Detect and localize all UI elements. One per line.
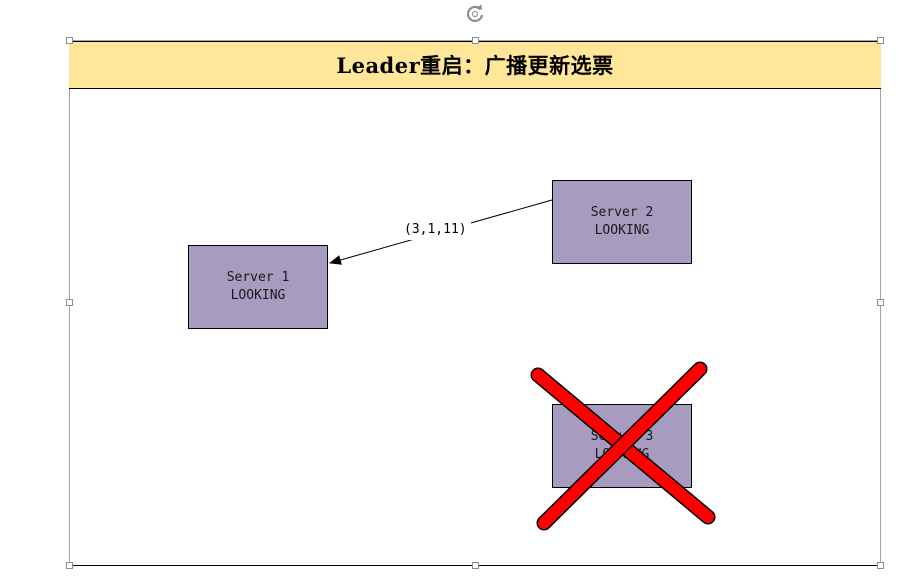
resize-handle-bottom-right[interactable] xyxy=(877,562,884,569)
rotate-icon[interactable] xyxy=(463,1,487,25)
server-state: LOOKING xyxy=(230,288,286,303)
server-state: LOOKING xyxy=(594,447,650,462)
resize-handle-bottom-left[interactable] xyxy=(66,562,73,569)
server-name: Server 2 xyxy=(590,205,654,220)
slide-title: Leader重启：广播更新选票 xyxy=(336,53,614,78)
resize-handle-right[interactable] xyxy=(877,299,884,306)
resize-handle-bottom[interactable] xyxy=(472,562,479,569)
server-state: LOOKING xyxy=(594,223,650,238)
server-name: Server 3 xyxy=(590,429,654,444)
server-name: Server 1 xyxy=(226,270,290,285)
title-band: Leader重启：广播更新选票 xyxy=(69,41,881,89)
resize-handle-left[interactable] xyxy=(66,299,73,306)
resize-handle-top-right[interactable] xyxy=(877,37,884,44)
resize-handle-top[interactable] xyxy=(472,37,479,44)
server-1-node[interactable]: Server 1 LOOKING xyxy=(188,245,328,329)
vote-label: (3,1,11) xyxy=(400,220,471,240)
server-2-node[interactable]: Server 2 LOOKING xyxy=(552,180,692,264)
server-3-node[interactable]: Server 3 LOOKING xyxy=(552,404,692,488)
resize-handle-top-left[interactable] xyxy=(66,37,73,44)
